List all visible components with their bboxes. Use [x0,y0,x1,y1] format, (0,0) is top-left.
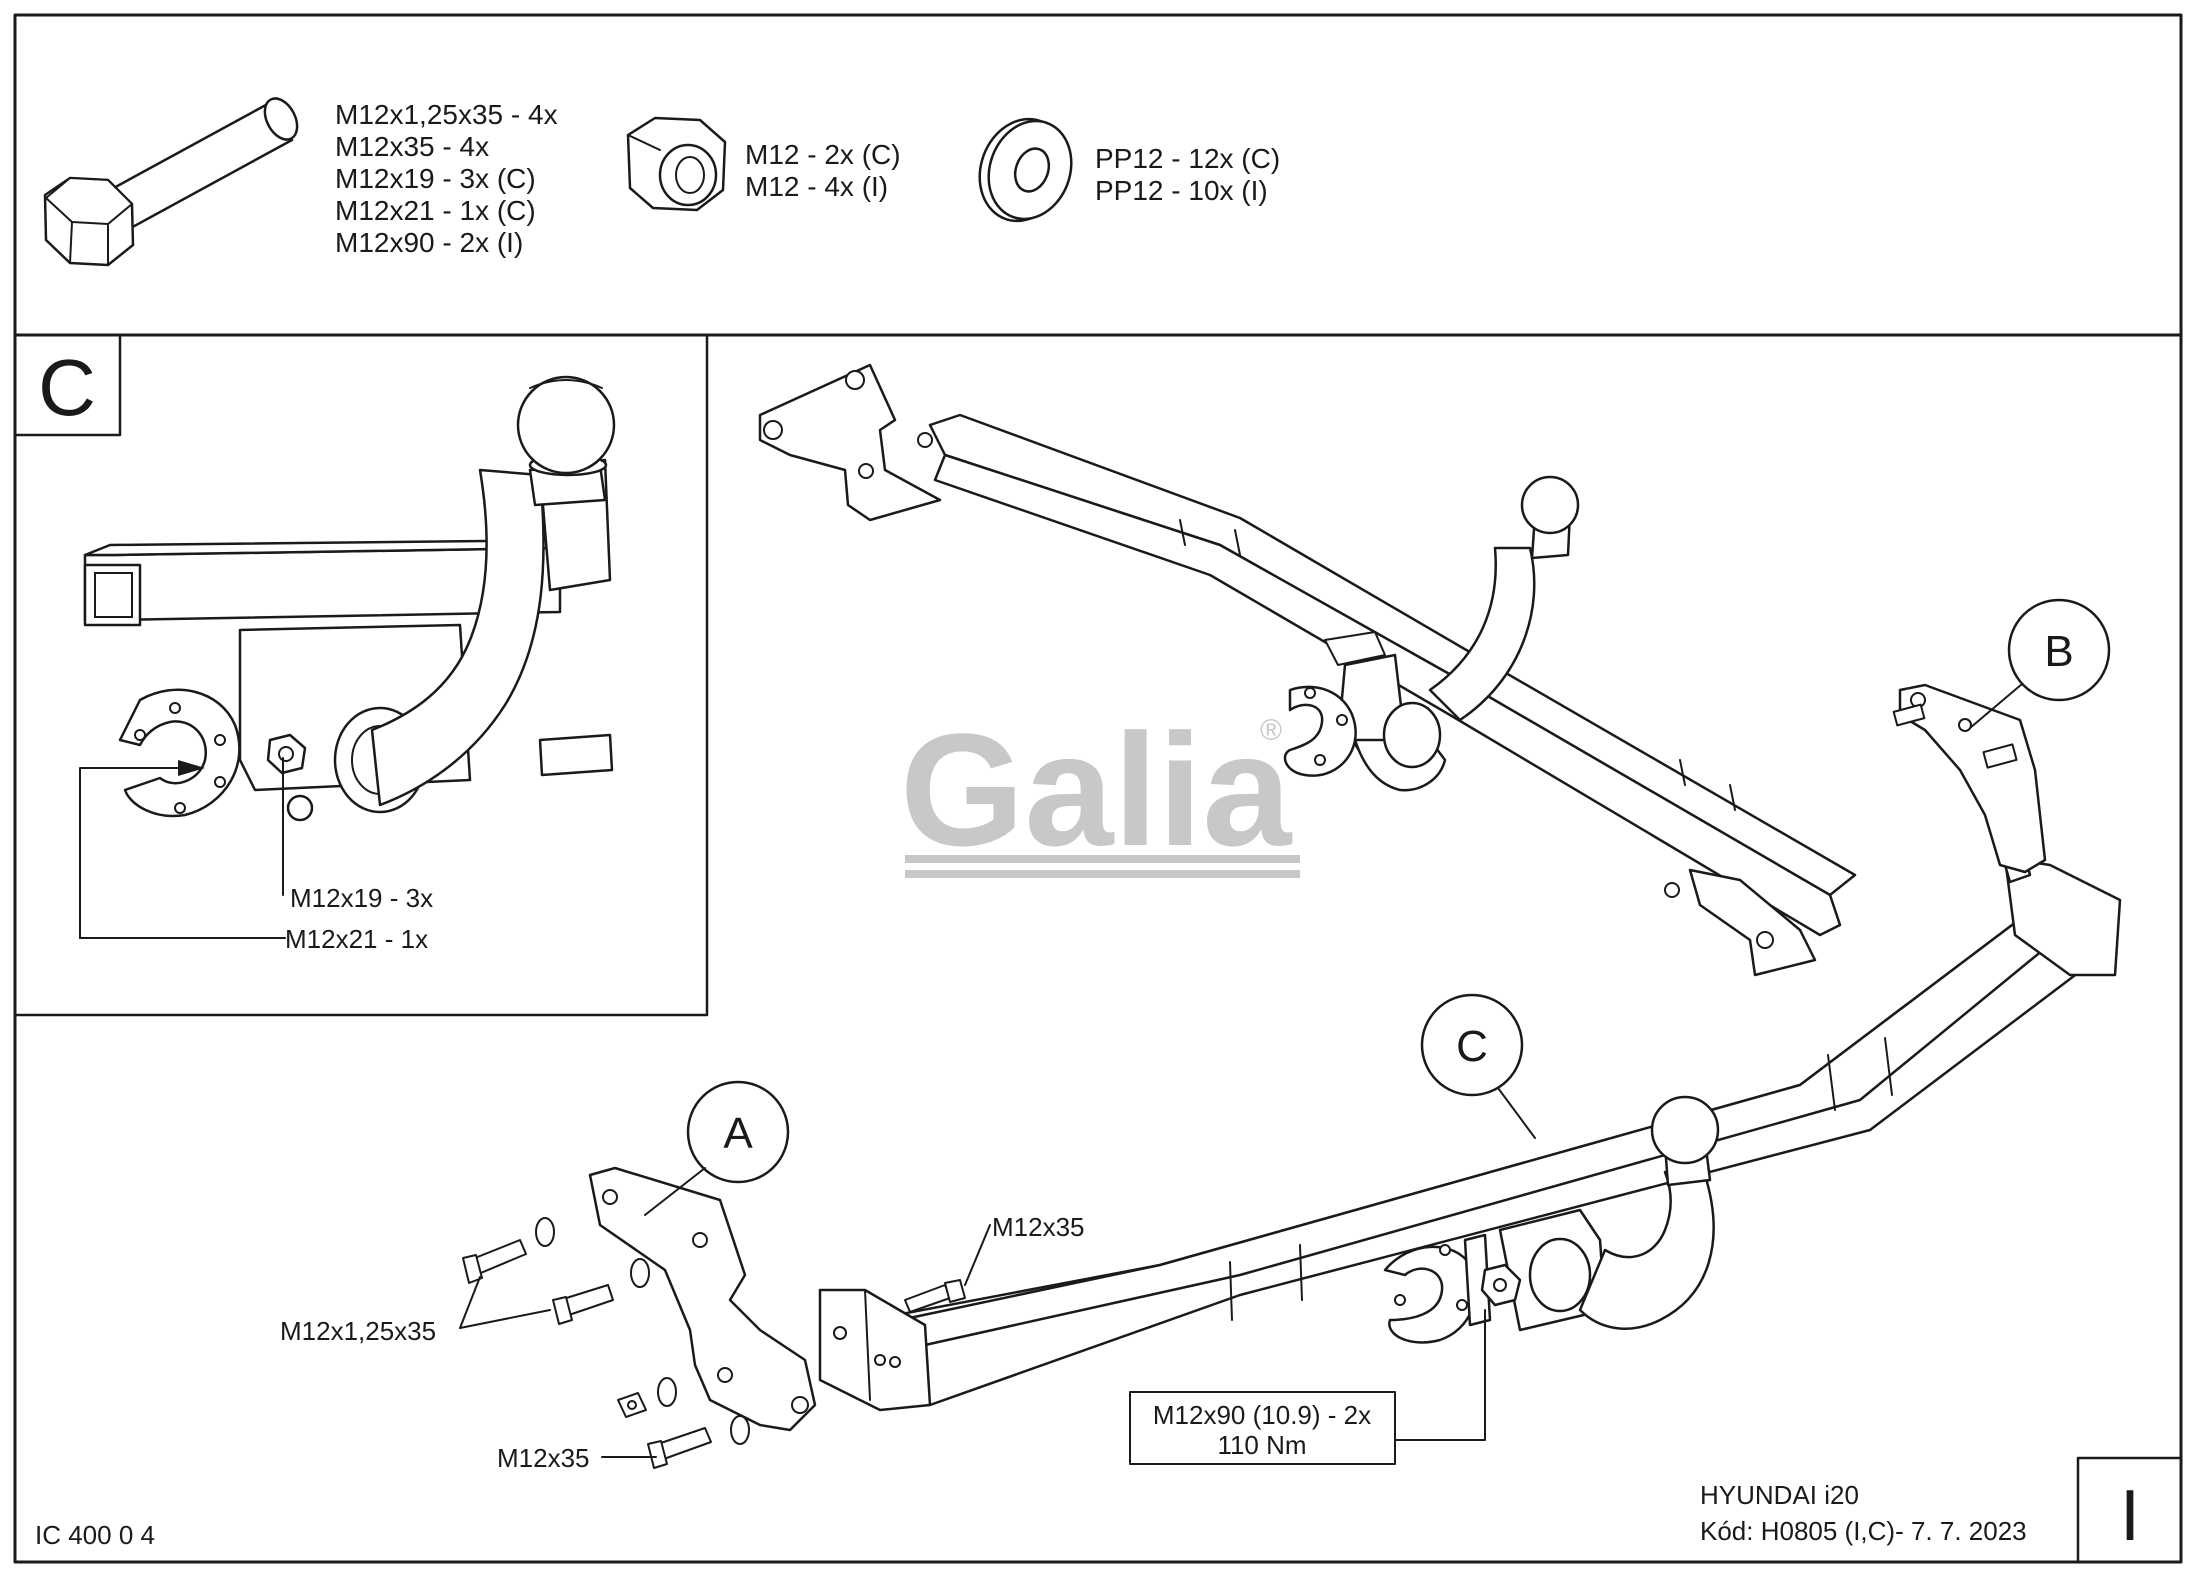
drawing-code: IC 400 0 4 [35,1520,155,1550]
inset-towbar-detail [83,375,616,822]
svg-text:Galia: Galia [900,700,1292,879]
washer-spec-1: PP12 - 12x (C) [1095,143,1280,174]
bolt-box-line2: 110 Nm [1217,1430,1306,1460]
bolt-spec-2: M12x35 - 4x [335,131,489,162]
callout-c-letter: C [1456,1022,1488,1071]
inset-leaders [79,757,286,939]
label-m12x35-top: M12x35 [992,1212,1085,1242]
washer-spec-2: PP12 - 10x (I) [1095,175,1268,206]
bolt-box-line1: M12x90 (10.9) - 2x [1153,1400,1371,1430]
exploded-towbar-view [462,683,2122,1469]
label-m12x35-bottom: M12x35 [497,1443,590,1473]
nut-icon [626,116,727,212]
inset-label-m12x19: M12x19 - 3x [290,883,433,913]
callout-c: C [1420,993,1536,1139]
assembled-towbar-view [758,363,1857,977]
callout-b: B [1969,598,2111,729]
bolt-spec-3: M12x19 - 3x (C) [335,163,536,194]
variant-letter: I [2120,1476,2140,1556]
inset-c-frame [13,333,709,1017]
callout-a-letter: A [723,1109,753,1158]
galia-watermark: Galia ® [900,700,1300,879]
inset-c-letter-box [13,333,122,437]
code-line: Kód: H0805 (I,C)- 7. 7. 2023 [1700,1516,2027,1546]
bolt-spec-5: M12x90 - 2x (I) [335,227,523,258]
bolt-icon [43,97,299,267]
vehicle-name: HYUNDAI i20 [1700,1480,1859,1510]
nut-spec-1: M12 - 2x (C) [745,139,901,170]
label-m12x125x35: M12x1,25x35 [280,1316,436,1346]
washer-icon [978,117,1073,223]
bolt-spec-box [1129,1391,1396,1465]
variant-box [2076,1456,2183,1564]
callout-a: A [644,1080,790,1216]
svg-text:®: ® [1260,714,1282,747]
inset-label-m12x21: M12x21 - 1x [285,924,428,954]
callout-b-letter: B [2044,627,2073,676]
nut-spec-2: M12 - 4x (I) [745,171,888,202]
bolt-spec-4: M12x21 - 1x (C) [335,195,536,226]
inset-c-letter: C [38,343,96,432]
bolt-spec-1: M12x1,25x35 - 4x [335,99,558,130]
